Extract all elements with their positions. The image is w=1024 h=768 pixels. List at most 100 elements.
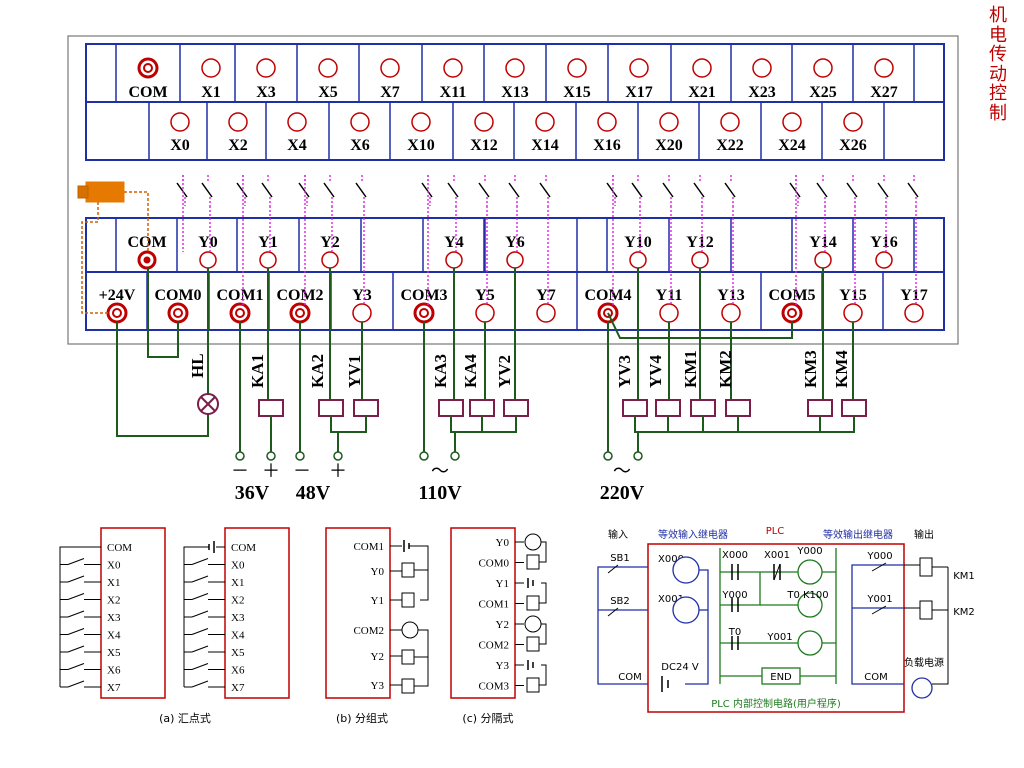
relay-contact-icon [201, 182, 213, 198]
switch-icon [67, 610, 85, 618]
coil-icon [526, 636, 540, 652]
terminal-screw-icon [445, 251, 463, 269]
switch-icon [191, 680, 209, 688]
load-label: KM3 [801, 350, 820, 388]
diagram-c-caption: (c) 分隔式 [462, 712, 513, 725]
relay-contact-icon [323, 182, 335, 198]
coil-icon [797, 559, 823, 585]
output-terminal-label: Y4 [444, 234, 464, 251]
diagram-a-label: X6 [231, 665, 245, 677]
voltage-label: 220V [600, 482, 645, 504]
switch-icon [607, 607, 619, 617]
coil-icon [526, 677, 540, 693]
terminal-screw-icon [143, 63, 153, 73]
diagram-a-label: X3 [231, 612, 245, 624]
proximity-sensor-icon [77, 185, 89, 199]
wire-24v [116, 322, 209, 437]
terminal-screw-icon [692, 58, 712, 78]
side-title-char: 电 [989, 24, 1007, 46]
input-terminal-label: X17 [625, 84, 653, 101]
wire [414, 629, 429, 687]
switch-icon [191, 663, 209, 670]
output-terminal-label: Y3 [352, 287, 372, 304]
output-terminal-label: Y10 [624, 234, 652, 251]
load-label: KA2 [308, 354, 327, 388]
relay-contact-icon [176, 182, 188, 198]
diagram-a-label: X0 [231, 560, 245, 572]
terminal-screw-icon [536, 303, 556, 323]
polarity-sign: ＋ [329, 461, 347, 481]
side-title-char: 动 [989, 63, 1007, 85]
voltage-label: 110V [418, 482, 462, 504]
plc-coil-label: KM2 [953, 607, 975, 618]
terminal-screw-icon [721, 303, 741, 323]
output-terminal-label: COM3 [400, 287, 447, 304]
input-terminal-label: X12 [470, 137, 498, 154]
wire [539, 664, 547, 686]
supply-terminal-icon [333, 451, 343, 461]
polarity-sign: － [231, 461, 249, 481]
plc-input-relay-icon [672, 596, 700, 624]
wire [685, 569, 709, 685]
side-title-char: 控 [989, 83, 1007, 104]
relay-contact-icon [631, 182, 643, 198]
terminal-screw-icon [201, 58, 221, 78]
input-terminal-row2 [85, 101, 945, 161]
coil-icon [401, 678, 415, 694]
diagram-b-label: COM1 [353, 541, 384, 553]
sensor-wire [81, 202, 108, 314]
terminal-screw-icon [691, 251, 709, 269]
relay-contact-icon [539, 182, 551, 198]
relay-contact-icon [355, 182, 367, 198]
output-terminal-label: COM2 [276, 287, 323, 304]
terminal-screw-icon [228, 112, 248, 132]
wire [409, 545, 429, 601]
output-terminal-label: COM1 [216, 287, 263, 304]
coil-icon [526, 595, 540, 611]
terminal-screw-icon [814, 251, 832, 269]
switch-icon [67, 663, 85, 670]
terminal-screw-icon [720, 112, 740, 132]
terminal-screw-icon [419, 308, 429, 318]
output-terminal-label: Y6 [505, 234, 525, 251]
relay-contact-icon [877, 182, 889, 198]
load-label: KM2 [716, 350, 735, 388]
relay-contact-icon [447, 182, 459, 198]
diagram-a-label: X4 [107, 630, 121, 642]
supply-terminal-icon [235, 451, 245, 461]
output-terminal-label: Y13 [717, 287, 745, 304]
plc-header: 等效输出继电器 [823, 528, 893, 541]
diagram-c-label: Y2 [496, 619, 509, 631]
supply-terminal-icon [603, 451, 613, 461]
terminal-screw-icon [752, 58, 772, 78]
input-terminal-label: X5 [318, 84, 338, 101]
terminal-screw-icon [567, 58, 587, 78]
relay-coil-icon [503, 399, 529, 417]
switch-icon [191, 628, 209, 635]
terminal-screw-icon [112, 308, 122, 318]
ladder-label: END [770, 672, 792, 683]
output-terminal-label: Y11 [656, 287, 683, 304]
wire-com [147, 268, 179, 358]
input-terminal-label: X22 [716, 137, 744, 154]
coil-icon [401, 592, 415, 608]
ladder-label: T0 [728, 627, 741, 638]
terminal-screw-icon [875, 251, 893, 269]
ladder-label: Y000 [796, 546, 822, 557]
side-title: 机电传动控制 [987, 6, 1009, 123]
diagram-a-label: X2 [107, 595, 120, 607]
diagram-a-label: X1 [231, 577, 244, 589]
input-terminal-label: X20 [655, 137, 683, 154]
output-terminal-label: Y17 [900, 287, 928, 304]
diagram-b-label: Y0 [371, 566, 385, 578]
input-terminal-label: X25 [809, 84, 837, 101]
terminal-screw-icon [380, 58, 400, 78]
side-title-char: 机 [989, 5, 1007, 26]
terminal-screw-icon [295, 308, 305, 318]
terminal-screw-icon [411, 112, 431, 132]
input-terminal-label: X24 [778, 137, 806, 154]
output-terminal-label: Y1 [258, 234, 278, 251]
plc-input-relay-icon [672, 556, 700, 584]
terminal-screw-icon [474, 112, 494, 132]
input-terminal-label: X13 [501, 84, 529, 101]
